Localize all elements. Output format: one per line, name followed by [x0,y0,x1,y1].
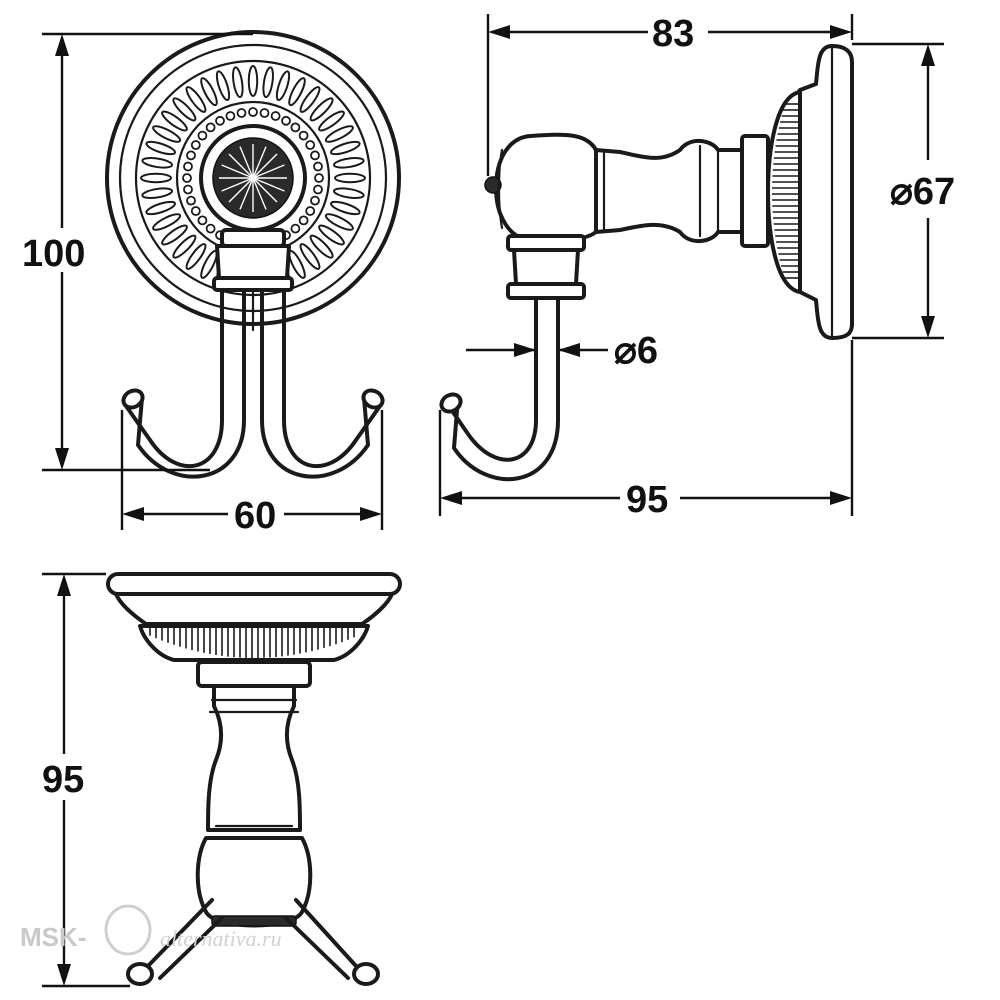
front-hook-left [124,288,224,468]
bottom-ball [195,836,313,928]
bottom-plate-body [114,592,394,626]
bottom-hook-left-2 [158,916,224,980]
front-hook-left-tip [121,388,145,410]
dim-front-height: 100 [22,233,85,275]
watermark-brand-prefix: MSK- [20,922,86,952]
dim-side-depth-top: 83 [652,13,694,55]
dim-side-diameter: ⌀67 [890,171,955,213]
front-hook-right-tip [361,388,385,410]
side-wall-plate [787,44,854,340]
side-knob-tip [484,176,502,194]
bottom-hook-left [146,898,214,968]
bottom-hook-right-tip [352,962,380,986]
side-hook-base [506,282,586,300]
front-neck-cap [220,228,286,248]
dim-side-depth-bottom: 95 [626,479,668,521]
bottom-plate-rim [106,572,402,596]
side-knob [494,132,598,243]
bottom-hook-left-tip [126,962,154,986]
dim-bottom-height: 95 [42,759,84,801]
front-neck-base [212,276,294,292]
bottom-hook-right [294,898,358,968]
bottom-ball-base [211,915,297,927]
side-collar [740,134,770,248]
bottom-stem [206,684,302,832]
side-hook-neck [512,248,580,286]
side-hook-cap [506,234,586,252]
dimension-labels: 100 60 83 ⌀67 ⌀6 95 95 [20,10,980,801]
side-stem [594,139,744,243]
bottom-flutes [149,628,355,658]
watermark-logo-swirl [104,904,152,956]
side-hook-inner [452,296,560,482]
watermark-brand-script: alternativa.ru [160,926,282,951]
front-neck-body [215,244,291,280]
front-hook-right [282,288,382,468]
dim-hook-diameter: ⌀6 [614,330,658,372]
front-view [105,30,401,479]
front-hook-right-inner [260,288,370,479]
bottom-collar [196,660,312,688]
side-hook [444,296,538,462]
side-view [439,44,854,482]
dim-front-width: 60 [234,495,276,537]
bottom-fluted-band [138,624,370,662]
bottom-hook-right-2 [284,916,350,980]
watermark: MSK- alternativa.ru [20,904,282,956]
front-rosette-star [219,144,287,212]
bottom-view [106,572,402,986]
front-hook-left-inner [136,288,246,479]
side-hook-tip [439,392,463,414]
side-flutes [772,103,798,279]
